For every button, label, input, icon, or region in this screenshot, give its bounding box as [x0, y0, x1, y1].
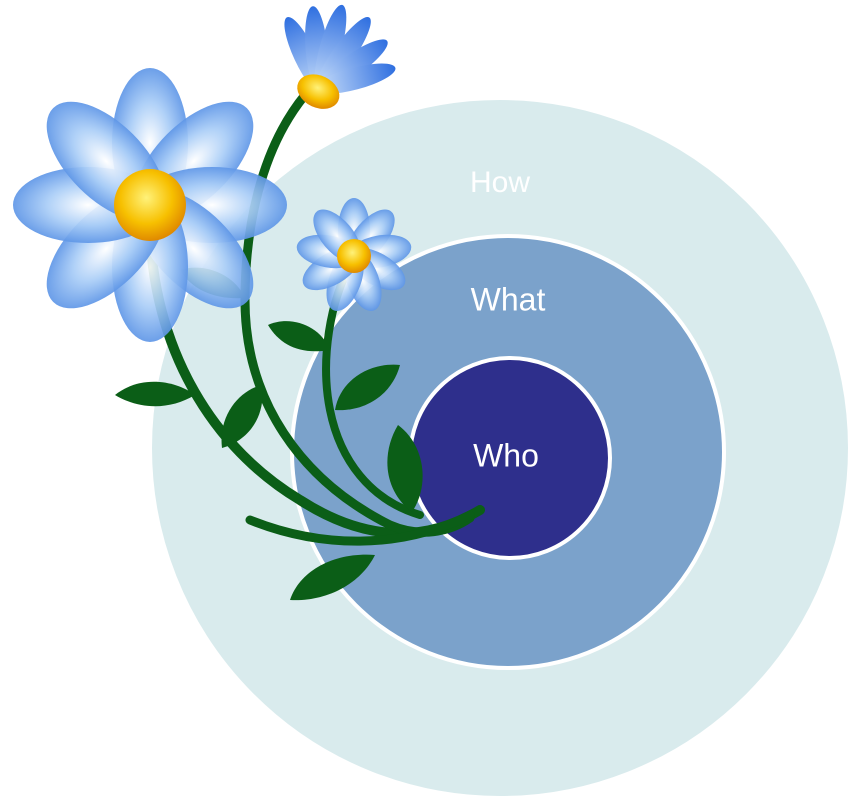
stem-base: [245, 510, 475, 546]
small-flower: [296, 198, 412, 311]
how-label: How: [470, 166, 530, 199]
leaf: [268, 321, 330, 352]
flowers-illustration: [13, 4, 485, 601]
leaf: [115, 381, 195, 407]
leaf: [221, 385, 263, 448]
bud-flower: [284, 4, 396, 109]
leaf: [387, 425, 423, 512]
who-label: Who: [473, 437, 539, 473]
leaf: [335, 364, 400, 411]
what-label: What: [471, 281, 546, 317]
large-flower: [13, 68, 287, 342]
leaf: [290, 554, 375, 601]
